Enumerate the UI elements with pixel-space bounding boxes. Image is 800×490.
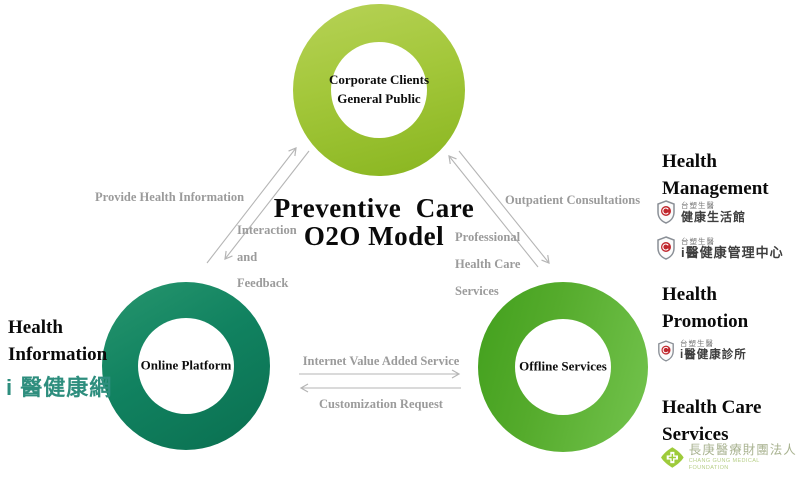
edge-label-and: and xyxy=(237,250,258,264)
heading-health-care-services: Health Care Services xyxy=(662,394,761,448)
shield-icon xyxy=(657,236,675,260)
formosa-imedical-management-center-logo: 台塑生醫 i醫健康管理中心 xyxy=(656,236,784,260)
node-corporate-clients-hole xyxy=(331,42,427,138)
chang-gung-cross-icon xyxy=(661,447,684,468)
heading-health-management-line1: Health xyxy=(662,151,717,172)
shield-icon xyxy=(658,339,674,362)
heading-health-management-line2: Management xyxy=(662,178,769,199)
heading-health-care-services-line2: Services xyxy=(662,424,729,445)
edge-label-health-care: Health Care xyxy=(455,257,521,271)
edge-label-professional: Professional xyxy=(455,230,521,244)
edge-label-provide-health-information: Provide Health Information xyxy=(95,190,245,204)
formosa-brand-text: 台塑生醫 xyxy=(680,339,714,348)
node-corporate-clients-label: Corporate Clients General Public xyxy=(329,71,429,109)
chang-gung-medical-foundation-logo: 長庚醫療財團法人 CHANG GUNG MEDICAL FOUNDATION xyxy=(660,443,800,472)
node-online-platform-label: Online Platform xyxy=(140,357,232,373)
node-corporate-clients: Corporate Clients General Public xyxy=(293,4,465,176)
heading-health-promotion-line1: Health xyxy=(662,284,717,305)
diagram-title-line1: Preventive Care xyxy=(273,193,475,223)
corporate-clients-line1: Corporate Clients xyxy=(328,72,430,88)
edge-label-services: Services xyxy=(455,284,499,298)
heading-health-management: Health Management xyxy=(662,148,769,202)
heading-health-information-line1: Health xyxy=(8,317,63,338)
diagram-title: Preventive Care O2O Model xyxy=(258,194,490,251)
node-online-platform: Online Platform xyxy=(102,282,270,450)
chang-gung-caption: CHANG GUNG MEDICAL FOUNDATION xyxy=(688,458,760,471)
edge-label-customization-request: Customization Request xyxy=(319,397,443,411)
formosa-health-living-hall-logo: 台塑生醫 健康生活館 xyxy=(656,200,746,224)
node-offline-services: Offline Services xyxy=(478,282,648,452)
formosa-logo-name: 健康生活館 xyxy=(681,209,747,224)
chang-gung-name: 長庚醫療財團法人 xyxy=(688,443,797,457)
ihealth-web-logo: i 醫健康網 xyxy=(6,375,113,400)
heading-health-information-line2: Information xyxy=(8,344,108,365)
edge-label-feedback: Feedback xyxy=(237,276,289,290)
shield-icon xyxy=(657,200,675,224)
edge-label-interaction: Interaction xyxy=(237,223,297,237)
node-offline-services-label: Offline Services xyxy=(519,358,607,374)
formosa-logo-name: i醫健康診所 xyxy=(680,349,747,361)
heading-health-information: Health Information xyxy=(8,314,107,368)
node-online-platform-hole xyxy=(138,318,234,414)
formosa-brand-text: 台塑生醫 xyxy=(681,236,715,246)
heading-health-promotion-line2: Promotion xyxy=(662,311,749,332)
corporate-clients-line2: General Public xyxy=(337,91,421,106)
edge-label-outpatient-consultations: Outpatient Consultations xyxy=(505,193,641,207)
edge-label-internet-value-added-service: Internet Value Added Service xyxy=(302,354,460,368)
heading-health-promotion: Health Promotion xyxy=(662,281,748,335)
node-offline-services-hole xyxy=(515,319,611,415)
heading-health-care-services-line1: Health Care xyxy=(662,397,762,418)
formosa-logo-name: i醫健康管理中心 xyxy=(681,244,784,260)
formosa-imedical-clinic-logo: 台塑生醫 i醫健康診所 xyxy=(657,339,747,362)
formosa-brand-text: 台塑生醫 xyxy=(681,200,715,210)
diagram-title-line2: O2O Model xyxy=(303,221,445,252)
